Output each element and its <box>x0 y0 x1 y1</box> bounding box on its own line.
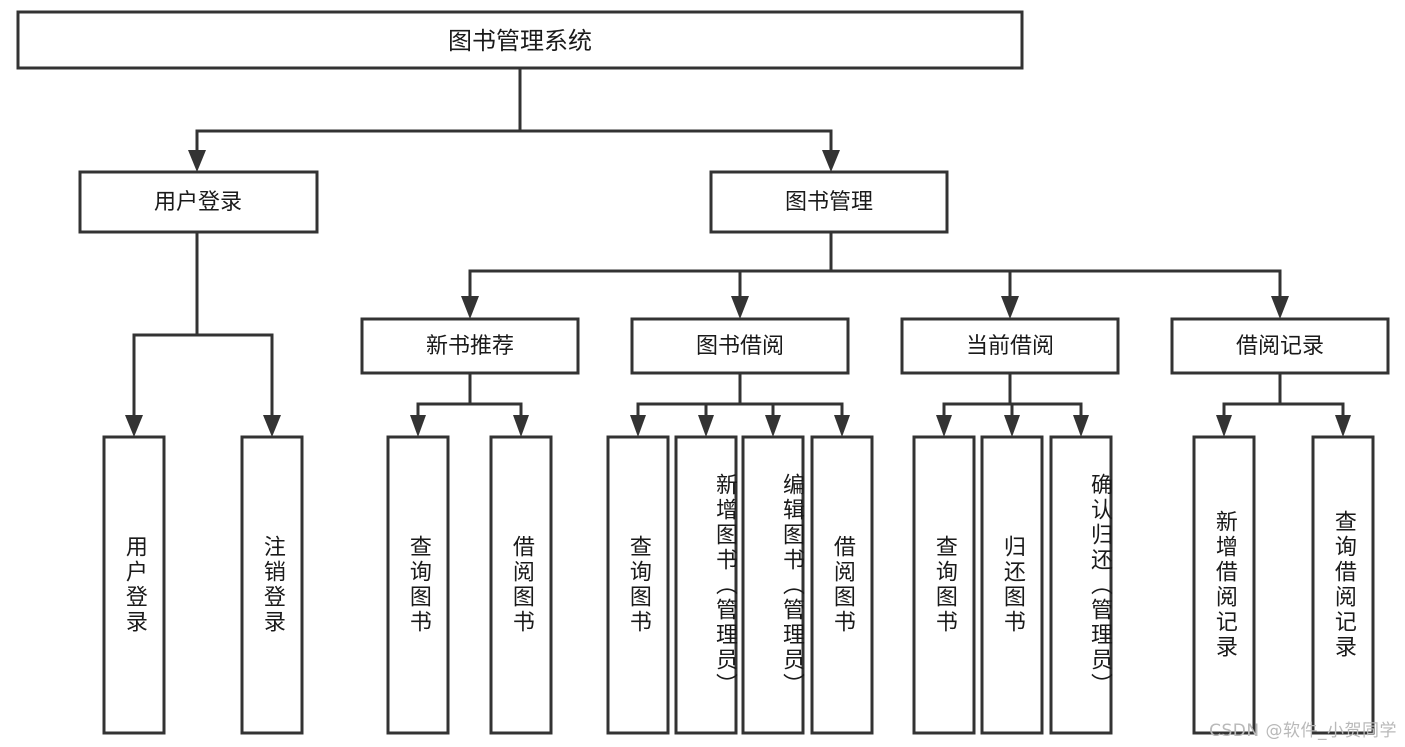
arrow-leaf-confirm-return <box>1073 415 1089 437</box>
node-user-login-label: 用户登录 <box>154 190 242 215</box>
leaf-box-return-book[interactable] <box>980 435 1044 735</box>
leaf-box-add-book[interactable] <box>674 435 738 735</box>
leaf-box-borrow-book-recommend[interactable] <box>489 435 553 735</box>
node-current-borrow-label: 当前借阅 <box>966 334 1054 359</box>
leaf-box-query-book-borrow[interactable] <box>606 435 670 735</box>
leaf-box-user-login[interactable] <box>102 435 166 735</box>
arrow-to-book-manage <box>822 150 840 172</box>
leaf-box-add-borrow-record[interactable] <box>1192 435 1256 735</box>
arrow-leaf-user-login <box>125 415 143 437</box>
edges-layer <box>125 66 1351 437</box>
node-new-book-recommend-box[interactable] <box>360 317 580 375</box>
watermark-text: CSDN @软件_小贺同学 <box>1209 721 1397 741</box>
arrow-to-borrow-record <box>1271 296 1289 319</box>
arrow-leaf-edit-book <box>765 415 781 437</box>
arrow-to-user-login <box>188 150 206 172</box>
arrow-leaf-query-book-2 <box>630 415 646 437</box>
arrow-leaf-borrow-book-2 <box>834 415 850 437</box>
leaf-box-confirm-return[interactable] <box>1049 435 1113 735</box>
node-current-borrow-box[interactable] <box>900 317 1120 375</box>
arrow-leaf-return-book <box>1004 415 1020 437</box>
arrow-to-new-book-recommend <box>461 296 479 319</box>
node-borrow-record-box[interactable] <box>1170 317 1390 375</box>
arrow-leaf-logout <box>263 415 281 437</box>
arrow-leaf-query-record <box>1335 415 1351 437</box>
leaf-box-logout[interactable] <box>240 435 304 735</box>
node-book-manage-box[interactable] <box>709 170 949 234</box>
arrow-leaf-query-book-3 <box>936 415 952 437</box>
node-new-book-recommend-label: 新书推荐 <box>426 334 514 359</box>
arrow-to-book-borrow <box>731 296 749 319</box>
node-user-login-box[interactable] <box>78 170 319 234</box>
arrow-leaf-borrow-book-1 <box>513 415 529 437</box>
node-book-borrow-label: 图书借阅 <box>696 334 784 359</box>
node-book-manage-label: 图书管理 <box>785 190 873 215</box>
node-root-label: 图书管理系统 <box>448 27 592 55</box>
node-root-box[interactable] <box>16 10 1024 70</box>
leaf-box-query-book-recommend[interactable] <box>386 435 450 735</box>
leaf-box-edit-book[interactable] <box>741 435 805 735</box>
arrow-leaf-query-book-1 <box>410 415 426 437</box>
arrow-leaf-add-book <box>698 415 714 437</box>
node-book-borrow-box[interactable] <box>630 317 850 375</box>
arrow-to-current-borrow <box>1001 296 1019 319</box>
node-borrow-record-label: 借阅记录 <box>1236 334 1324 359</box>
leaf-box-borrow-book[interactable] <box>810 435 874 735</box>
nodes-layer: 图书管理系统 用户登录 图书管理 新书推荐 图书借阅 当前借阅 借阅记录 <box>16 10 1390 735</box>
leaf-box-query-book-current[interactable] <box>912 435 976 735</box>
leaf-box-query-borrow-record[interactable] <box>1311 435 1375 735</box>
arrow-leaf-add-record <box>1216 415 1232 437</box>
